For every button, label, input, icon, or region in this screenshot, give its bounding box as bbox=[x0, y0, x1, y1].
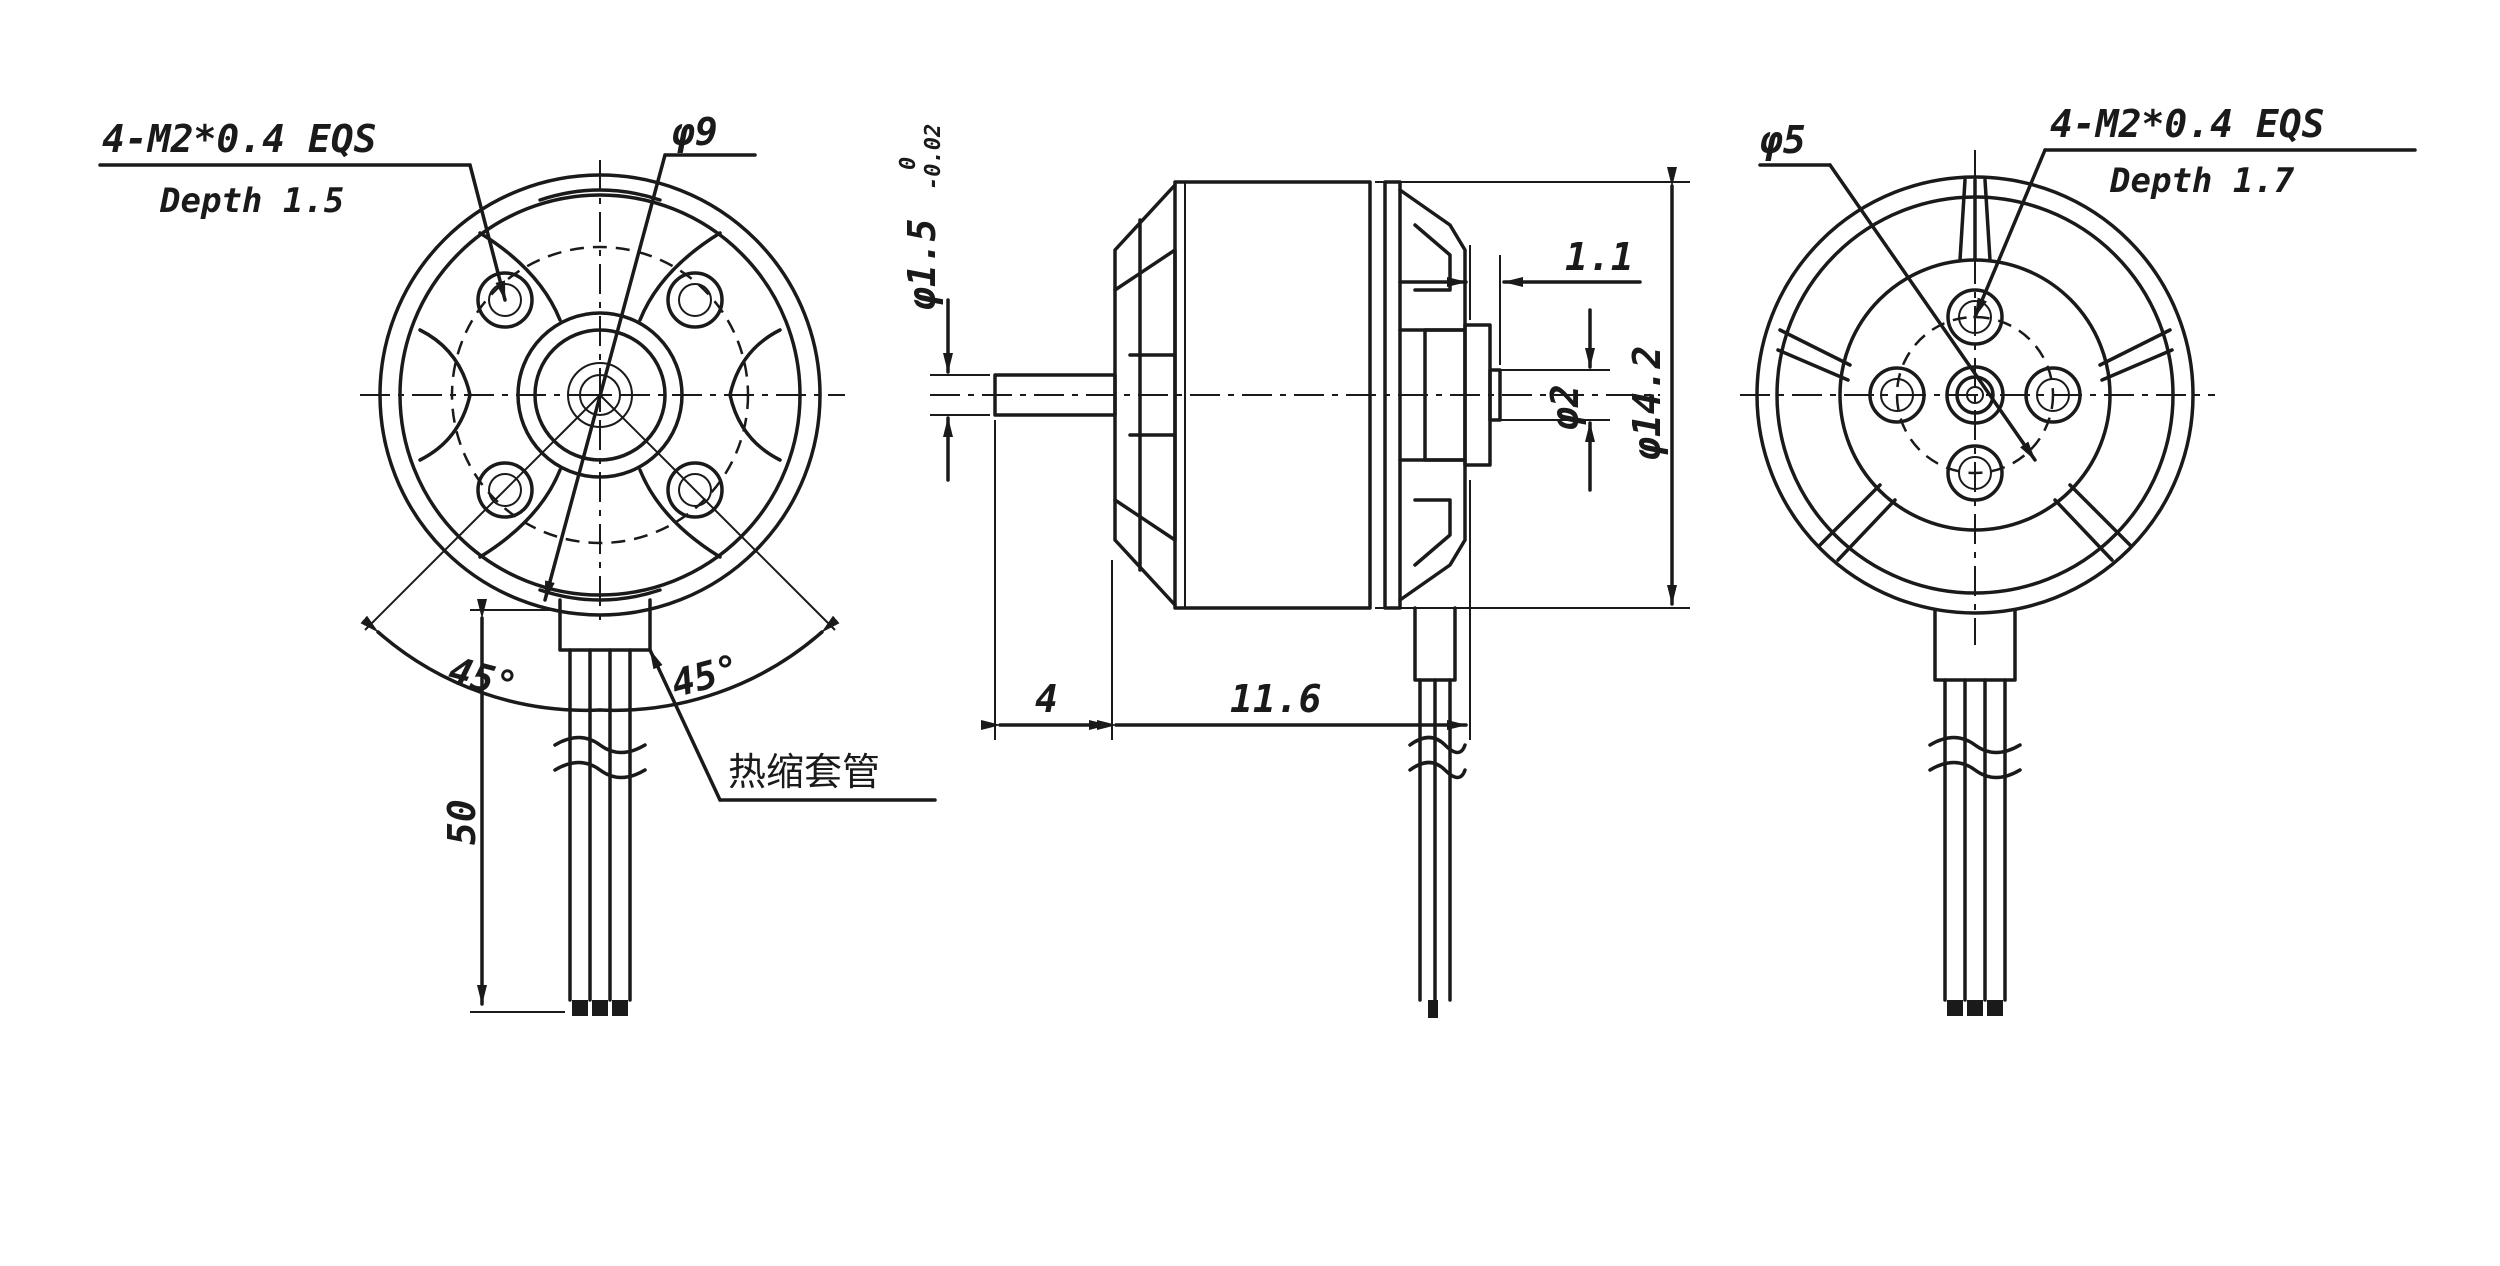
shaft-tol-lower: -0.02 bbox=[921, 124, 946, 190]
rear-hole-circle: φ5 bbox=[1759, 118, 1806, 162]
front-lead-length: 50 bbox=[440, 799, 484, 845]
rear-view: φ5 4-M2*0.4 EQS Depth 1.7 bbox=[1740, 102, 2417, 1016]
shaft-length: 4 bbox=[1035, 677, 1058, 721]
boss-height: 1.1 bbox=[1565, 235, 1634, 279]
front-angle-right: 45° bbox=[667, 646, 745, 706]
rear-hole-bottom bbox=[1946, 444, 2004, 502]
mount-hole-top-right bbox=[666, 271, 724, 329]
body-length: 11.6 bbox=[1230, 677, 1322, 721]
motor-diameter: φ14.2 bbox=[1625, 346, 1669, 461]
side-view: φ1.5 0 -0.02 4 11.6 1.1 φ2 φ14.2 bbox=[896, 124, 1690, 1018]
front-wires bbox=[568, 648, 632, 1016]
front-thread-depth: Depth 1.5 bbox=[159, 181, 344, 221]
sleeve-label: 热缩套管 bbox=[728, 750, 880, 794]
shaft-diameter: φ1.5 bbox=[900, 218, 944, 311]
shaft-tol-upper: 0 bbox=[896, 157, 921, 170]
mount-hole-bottom-right bbox=[666, 461, 724, 519]
mount-hole-bottom-left bbox=[476, 461, 534, 519]
rear-thread-depth: Depth 1.7 bbox=[2109, 161, 2295, 201]
front-thread-spec: 4-M2*0.4 EQS bbox=[102, 117, 377, 161]
rear-hole-right bbox=[2024, 366, 2082, 424]
rear-thread-spec: 4-M2*0.4 EQS bbox=[2050, 102, 2325, 146]
front-diameter: φ9 bbox=[671, 110, 718, 154]
front-view: 4-M2*0.4 EQS Depth 1.5 φ9 45° 45° 50 热缩套… bbox=[98, 110, 937, 1016]
boss-diameter: φ2 bbox=[1543, 384, 1587, 431]
rear-hole-left bbox=[1868, 366, 1926, 424]
